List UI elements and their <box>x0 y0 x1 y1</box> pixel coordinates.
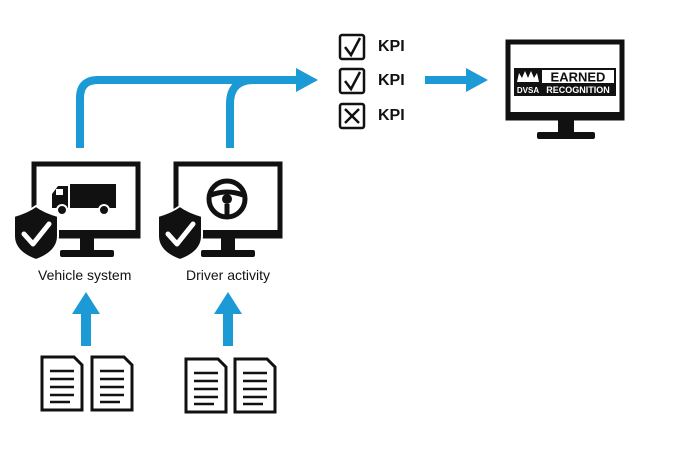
document-icon <box>40 355 84 412</box>
steering-wheel-icon <box>206 178 248 220</box>
document-icon <box>184 357 228 414</box>
kpi-label: KPI <box>378 72 405 89</box>
document-icon <box>90 355 134 412</box>
logo-text-left: DVSA <box>517 86 539 95</box>
flow-arrow-driver <box>226 76 255 148</box>
driver-activity-label: Driver activity <box>186 267 271 283</box>
recognition-arrowhead <box>466 68 488 92</box>
kpi-label: KPI <box>378 107 405 124</box>
flow-arrowhead-kpi <box>296 68 318 92</box>
kpi-checkbox-crossed <box>338 102 366 130</box>
crown-icon <box>517 71 539 82</box>
vehicle-system-label: Vehicle system <box>38 267 132 283</box>
shield-check-icon <box>13 204 59 262</box>
flow-arrow-vehicle <box>76 76 300 148</box>
logo-text-bottom: RECOGNITION <box>546 85 610 95</box>
documents-arrowhead-driver <box>214 292 242 314</box>
kpi-checkbox-checked <box>338 33 366 61</box>
truck-icon <box>52 184 116 216</box>
earned-recognition-logo: EARNED DVSA RECOGNITION <box>514 68 616 96</box>
shield-check-icon <box>157 204 203 262</box>
documents-arrowhead-vehicle <box>72 292 100 314</box>
document-icon <box>233 357 277 414</box>
logo-text-top: EARNED <box>551 70 606 85</box>
kpi-checkbox-checked <box>338 67 366 95</box>
kpi-label: KPI <box>378 38 405 55</box>
